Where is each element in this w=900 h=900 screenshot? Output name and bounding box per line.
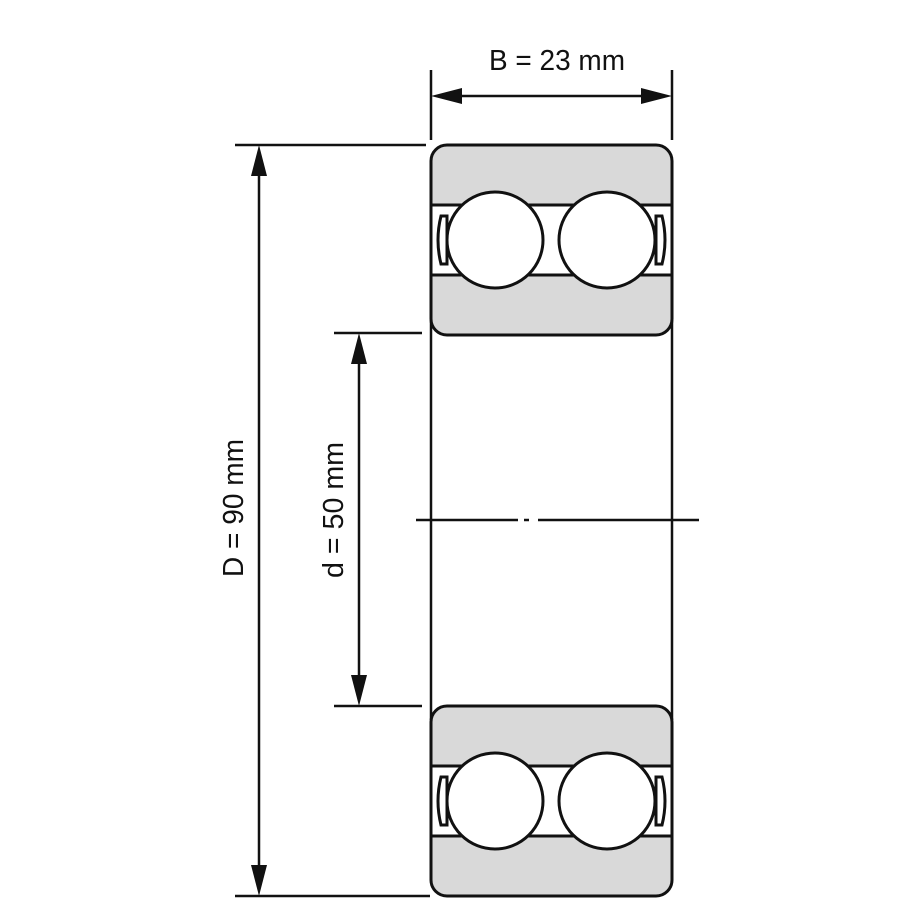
width-dimension: B = 23 mm	[429, 45, 674, 140]
bore-diameter-dimension: d = 50 mm	[318, 331, 422, 708]
arrowhead-icon	[641, 88, 672, 104]
arrowhead-icon	[251, 865, 267, 896]
arrowhead-icon	[351, 333, 367, 364]
cage-left-bottom	[436, 775, 449, 827]
outer-diameter-dimension: D = 90 mm	[218, 143, 430, 898]
bearing-section-bottom	[429, 704, 674, 898]
arrowhead-icon	[351, 675, 367, 706]
outer-diameter-label: D = 90 mm	[218, 439, 250, 577]
arrowhead-icon	[251, 145, 267, 176]
ball-icon	[445, 751, 545, 851]
bearing-section-top	[429, 143, 674, 337]
ball-icon	[445, 190, 545, 290]
width-label: B = 23 mm	[489, 45, 625, 77]
bore-diameter-label: d = 50 mm	[318, 442, 350, 578]
arrowhead-icon	[431, 88, 462, 104]
cage-right-top	[654, 214, 667, 266]
cage-left-top	[436, 214, 449, 266]
cage-right-bottom	[654, 775, 667, 827]
ball-icon	[557, 190, 657, 290]
ball-icon	[557, 751, 657, 851]
